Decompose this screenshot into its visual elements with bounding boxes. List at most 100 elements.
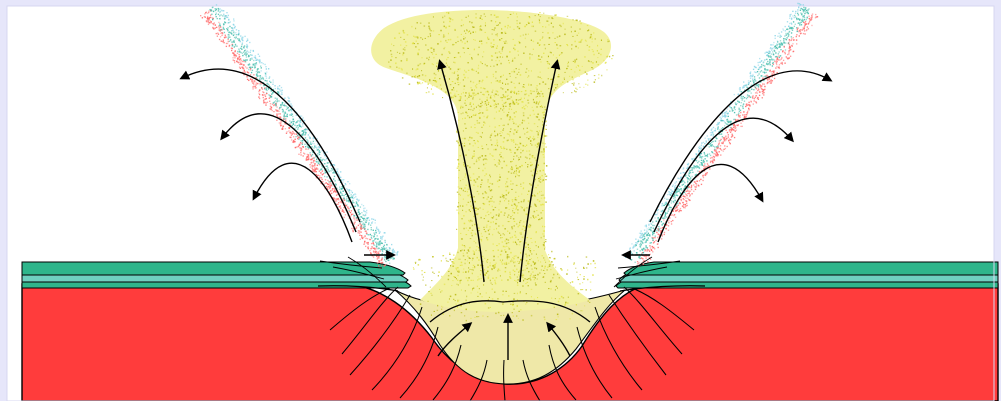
plume-particle	[477, 214, 478, 216]
ejecta-particle	[230, 39, 231, 40]
plume-particle	[535, 187, 537, 188]
plume-particle	[497, 57, 499, 59]
ejecta-particle	[218, 8, 219, 9]
plume-particle	[495, 71, 496, 73]
plume-particle	[472, 137, 473, 138]
ejecta-particle	[249, 42, 250, 43]
ejecta-particle	[689, 191, 690, 192]
ejecta-particle	[722, 143, 723, 144]
plume-particle	[512, 100, 514, 101]
plume-particle	[455, 83, 456, 84]
plume-particle	[397, 52, 398, 53]
ejecta-particle	[247, 50, 248, 51]
plume-particle	[589, 37, 591, 38]
ejecta-particle	[281, 87, 282, 88]
plume-particle	[520, 292, 522, 293]
ejecta-particle	[345, 214, 346, 215]
ejecta-particle	[378, 251, 379, 252]
plume-particle	[460, 56, 461, 58]
plume-particle	[503, 112, 504, 113]
plume-particle	[465, 154, 467, 156]
ejecta-particle	[715, 128, 716, 129]
plume-particle	[512, 101, 514, 103]
ejecta-particle	[770, 70, 771, 71]
plume-particle	[449, 21, 451, 23]
plume-particle	[465, 174, 466, 176]
plume-particle	[541, 175, 543, 177]
plume-particle	[609, 56, 610, 58]
ejecta-particle	[224, 37, 225, 38]
plume-particle	[507, 133, 509, 135]
plume-particle	[458, 202, 459, 203]
ejecta-particle	[259, 90, 260, 91]
ejecta-particle	[255, 86, 256, 87]
ejecta-particle	[703, 160, 704, 161]
ejecta-particle	[246, 76, 247, 77]
ejecta-particle	[682, 206, 683, 207]
plume-particle	[502, 83, 503, 85]
ejecta-particle	[750, 78, 751, 79]
plume-particle	[518, 274, 520, 275]
ejecta-particle	[241, 37, 242, 38]
plume-particle	[563, 297, 565, 298]
ejecta-particle	[250, 69, 251, 70]
plume-particle	[558, 74, 559, 75]
plume-particle	[453, 87, 454, 89]
ejecta-particle	[364, 242, 365, 243]
ejecta-particle	[271, 109, 272, 110]
ejecta-particle	[793, 39, 794, 40]
plume-particle	[531, 40, 532, 42]
plume-particle	[445, 28, 447, 29]
plume-particle	[499, 154, 500, 155]
plume-particle	[463, 79, 464, 80]
plume-particle	[531, 93, 532, 95]
ejecta-particle	[326, 186, 327, 187]
plume-particle	[501, 261, 503, 263]
plume-particle	[465, 112, 467, 114]
ejecta-particle	[290, 109, 291, 110]
plume-particle	[553, 54, 554, 55]
plume-particle	[470, 238, 472, 239]
plume-particle	[567, 63, 568, 64]
ejecta-particle	[374, 245, 375, 246]
plume-particle	[487, 159, 488, 160]
plume-particle	[495, 149, 497, 151]
ejecta-particle	[284, 103, 285, 104]
plume-particle	[539, 59, 541, 60]
plume-particle	[544, 317, 546, 318]
plume-particle	[514, 221, 516, 222]
plume-particle	[518, 157, 519, 158]
plume-particle	[467, 98, 468, 100]
plume-particle	[519, 170, 521, 171]
plume-particle	[558, 301, 560, 303]
ejecta-particle	[248, 56, 249, 57]
ejecta-particle	[289, 120, 290, 121]
ejecta-particle	[754, 80, 755, 81]
plume-particle	[540, 106, 542, 107]
plume-particle	[468, 277, 470, 279]
plume-particle	[468, 202, 470, 203]
ejecta-particle	[376, 232, 377, 233]
ejecta-particle	[701, 157, 702, 158]
ejecta-particle	[275, 100, 276, 101]
plume-particle	[557, 60, 559, 61]
ejecta-particle	[233, 41, 234, 42]
ejecta-particle	[305, 128, 306, 129]
plume-particle	[535, 277, 536, 279]
ejecta-particle	[364, 215, 365, 216]
plume-particle	[496, 277, 498, 279]
plume-particle	[483, 94, 485, 96]
ejecta-particle	[364, 208, 365, 209]
plume-particle	[512, 119, 514, 121]
plume-particle	[460, 82, 461, 83]
ejecta-particle	[227, 43, 228, 44]
ejecta-particle	[326, 158, 327, 159]
plume-particle	[417, 82, 419, 84]
ejecta-particle	[219, 27, 220, 28]
plume-particle	[518, 41, 520, 42]
plume-particle	[490, 198, 492, 199]
ejecta-particle	[282, 102, 283, 103]
ejecta-particle	[240, 35, 241, 36]
plume-particle	[523, 102, 524, 103]
